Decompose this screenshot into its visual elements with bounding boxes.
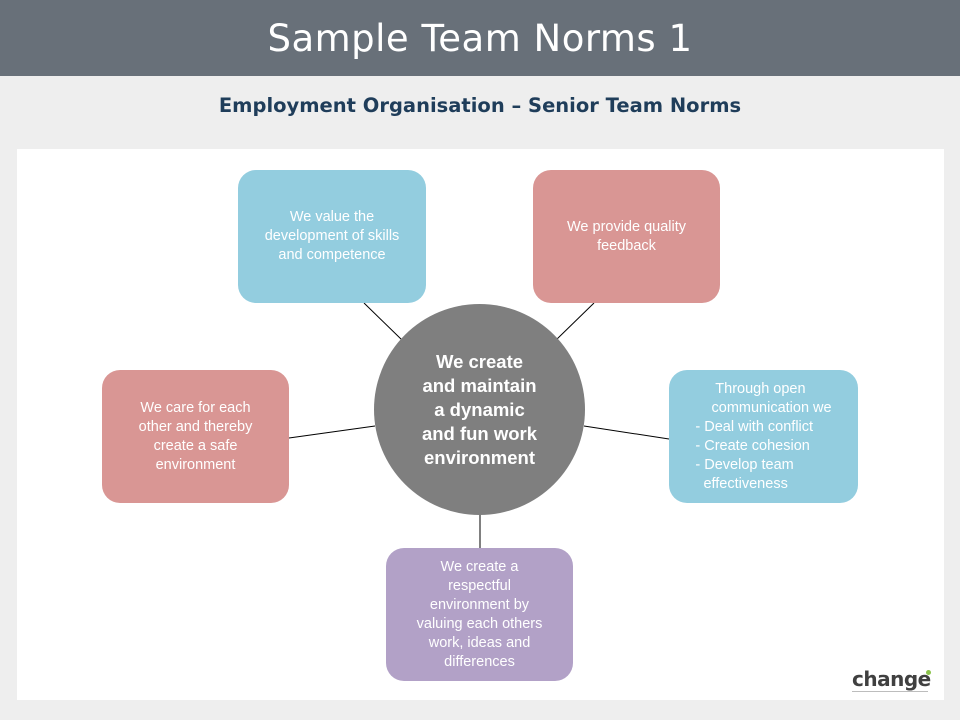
logo-tagline-rule (852, 691, 928, 692)
norm-box-feedback: We provide quality feedback (533, 170, 720, 303)
connector-top-right (555, 302, 595, 341)
norm-text-feedback: We provide quality feedback (566, 218, 687, 254)
logo-wordmark: change (852, 667, 931, 691)
connector-top-left (363, 302, 403, 341)
norm-text-communication: Through open communication we - Deal wit… (695, 380, 832, 492)
norm-box-communication: Through open communication we - Deal wit… (669, 370, 858, 503)
central-hub: We create and maintain a dynamic and fun… (374, 304, 585, 515)
norm-text-respect: We create a respectful environment by va… (416, 558, 543, 670)
norm-text-care: We care for each other and thereby creat… (138, 399, 253, 473)
hub-text: We create and maintain a dynamic and fun… (421, 350, 538, 468)
connector-right (583, 425, 670, 440)
norm-text-skills: We value the development of skills and c… (264, 209, 400, 263)
norm-box-respect: We create a respectful environment by va… (386, 548, 573, 681)
connector-left (288, 425, 376, 439)
title-bar: Sample Team Norms 1 (0, 0, 960, 76)
norm-box-care: We care for each other and thereby creat… (102, 370, 289, 503)
change-logo: change (846, 664, 936, 694)
slide-subtitle: Employment Organisation – Senior Team No… (218, 94, 742, 117)
logo-dot-icon (926, 670, 931, 675)
slide-title: Sample Team Norms 1 (267, 16, 693, 60)
norm-box-skills: We value the development of skills and c… (238, 170, 426, 303)
